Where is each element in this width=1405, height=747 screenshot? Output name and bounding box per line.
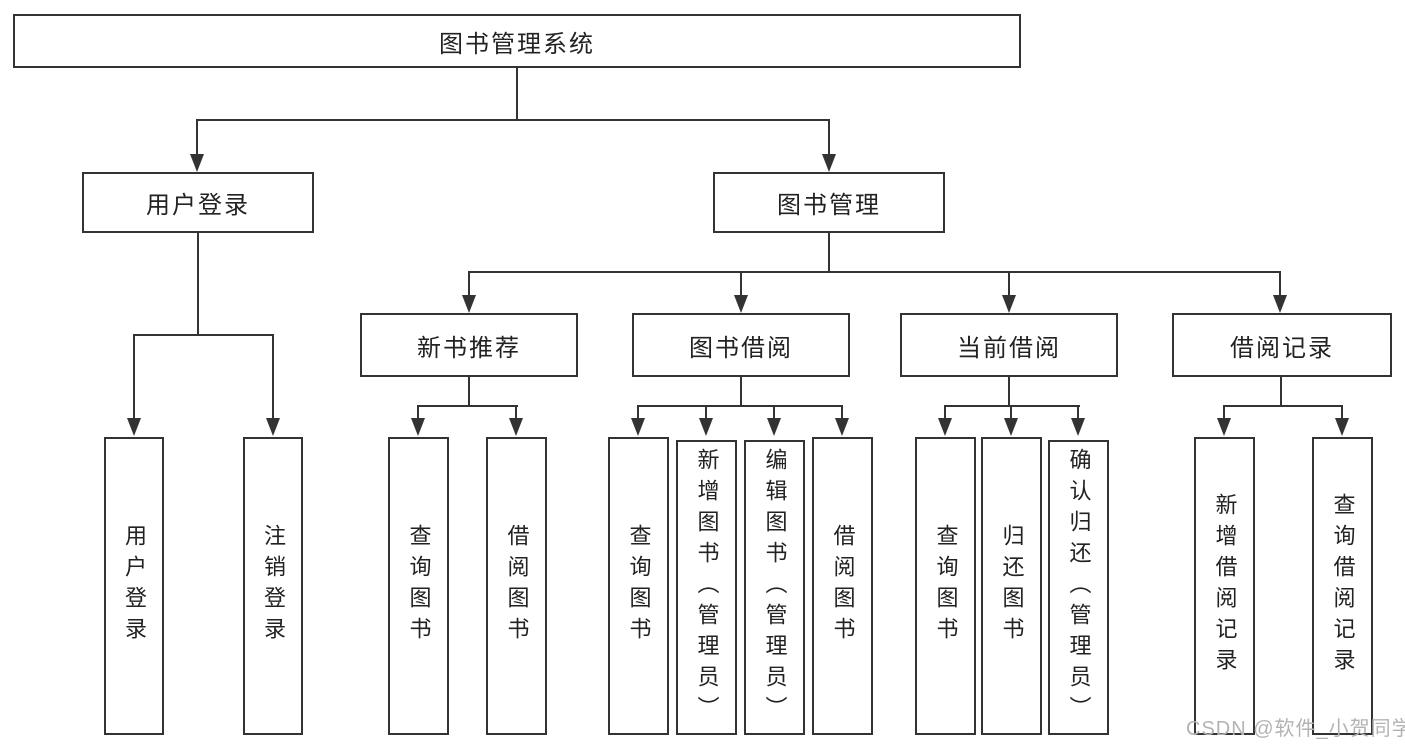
arrowhead-s3c1 <box>1335 418 1349 436</box>
csdn-watermark: CSDN @软件_小贺同学 <box>1186 718 1405 740</box>
leaf-borrow-books-2-label: 借阅图书 <box>830 524 856 648</box>
leaf-borrow-books-1: 借阅图书 <box>486 437 547 735</box>
connector-drop-new-books <box>468 271 470 297</box>
leaf-borrow-books-1-label: 借阅图书 <box>504 524 530 648</box>
connector-drop-s3c0 <box>1223 405 1225 420</box>
connector-drop-book-borrow <box>740 271 742 297</box>
node-current-borrow-label: 当前借阅 <box>957 334 1061 362</box>
connector-drop-s3c1 <box>1341 405 1343 420</box>
node-new-book-recommend-label: 新书推荐 <box>417 334 521 362</box>
leaf-confirm-return-admin: 确认归还（管理员） <box>1048 440 1109 735</box>
arrowhead-book-management <box>822 154 836 172</box>
connector-s0-stub <box>468 377 470 407</box>
node-book-borrow: 图书借阅 <box>632 313 850 377</box>
connector-drop-s1c1 <box>705 405 707 420</box>
connector-drop-login-leaf <box>133 334 135 419</box>
connector-drop-current-borrow <box>1008 271 1010 297</box>
connector-s3-branch <box>1223 405 1343 407</box>
connector-s3-stub <box>1280 377 1282 407</box>
connector-drop-user-login <box>196 119 198 156</box>
arrowhead-login-leaf <box>127 418 141 436</box>
arrowhead-s1c0 <box>631 418 645 436</box>
connector-drop-s1c3 <box>841 405 843 420</box>
connector-drop-borrow-records <box>1279 271 1281 297</box>
arrowhead-s2c1 <box>1004 418 1018 436</box>
leaf-query-books-1-label: 查询图书 <box>406 524 432 648</box>
leaf-edit-books-admin: 编辑图书（管理员） <box>744 440 805 735</box>
connector-drop-s0c0 <box>417 405 419 420</box>
leaf-query-books-3: 查询图书 <box>915 437 976 735</box>
leaf-add-borrow-record-label: 新增借阅记录 <box>1212 493 1238 679</box>
arrowhead-current-borrow <box>1002 295 1016 313</box>
connector-login-branch <box>133 334 274 336</box>
arrowhead-s0c1 <box>509 418 523 436</box>
arrowhead-s2c0 <box>938 418 952 436</box>
leaf-query-books-2: 查询图书 <box>608 437 669 735</box>
leaf-logout: 注销登录 <box>243 437 303 735</box>
leaf-query-books-2-label: 查询图书 <box>626 524 652 648</box>
leaf-query-books-3-label: 查询图书 <box>933 524 959 648</box>
connector-mgmt-stub <box>828 233 830 273</box>
arrowhead-borrow-records <box>1273 295 1287 313</box>
arrowhead-s1c1 <box>699 418 713 436</box>
node-current-borrow: 当前借阅 <box>900 313 1118 377</box>
connector-drop-logout-leaf <box>272 334 274 419</box>
leaf-add-borrow-record: 新增借阅记录 <box>1194 437 1255 735</box>
node-borrow-records: 借阅记录 <box>1172 313 1392 377</box>
connector-mgmt-branch <box>468 271 1281 273</box>
node-book-borrow-label: 图书借阅 <box>689 334 793 362</box>
arrowhead-logout-leaf <box>266 418 280 436</box>
node-user-login: 用户登录 <box>82 172 314 233</box>
connector-s1-branch <box>637 405 843 407</box>
connector-login-stub <box>197 233 199 336</box>
node-book-management: 图书管理 <box>713 172 945 233</box>
connector-s2-stub <box>1008 377 1010 407</box>
leaf-return-books-label: 归还图书 <box>999 524 1025 648</box>
leaf-query-borrow-record: 查询借阅记录 <box>1312 437 1373 735</box>
connector-root-stub <box>516 68 518 121</box>
arrowhead-s1c2 <box>767 418 781 436</box>
arrowhead-s3c0 <box>1217 418 1231 436</box>
connector-s2-branch <box>944 405 1080 407</box>
connector-drop-s1c2 <box>773 405 775 420</box>
node-new-book-recommend: 新书推荐 <box>360 313 578 377</box>
arrowhead-book-borrow <box>734 295 748 313</box>
arrowhead-s0c0 <box>411 418 425 436</box>
leaf-add-books-admin: 新增图书（管理员） <box>676 440 737 735</box>
connector-drop-s2c0 <box>944 405 946 420</box>
leaf-logout-label: 注销登录 <box>261 524 286 648</box>
arrowhead-new-books <box>462 295 476 313</box>
leaf-edit-books-admin-label: 编辑图书（管理员） <box>762 448 788 727</box>
connector-drop-s0c1 <box>515 405 517 420</box>
connector-drop-s2c1 <box>1010 405 1012 420</box>
leaf-confirm-return-admin-label: 确认归还（管理员） <box>1066 448 1092 727</box>
arrowhead-s2c2 <box>1071 418 1085 436</box>
node-book-management-label: 图书管理 <box>777 192 881 219</box>
node-root-label: 图书管理系统 <box>439 30 595 58</box>
leaf-add-books-admin-label: 新增图书（管理员） <box>694 448 720 727</box>
connector-drop-s1c0 <box>637 405 639 420</box>
leaf-user-login-label: 用户登录 <box>122 524 147 648</box>
node-root: 图书管理系统 <box>13 14 1021 68</box>
arrowhead-s1c3 <box>835 418 849 436</box>
leaf-query-borrow-record-label: 查询借阅记录 <box>1330 493 1356 679</box>
connector-drop-book-management <box>828 119 830 156</box>
leaf-user-login: 用户登录 <box>104 437 164 735</box>
node-borrow-records-label: 借阅记录 <box>1230 334 1334 362</box>
leaf-query-books-1: 查询图书 <box>388 437 449 735</box>
connector-drop-s2c2 <box>1077 405 1079 420</box>
node-user-login-label: 用户登录 <box>146 192 250 219</box>
connector-s0-branch <box>417 405 518 407</box>
leaf-borrow-books-2: 借阅图书 <box>812 437 873 735</box>
connector-s1-stub <box>740 377 742 407</box>
connector-root-branch <box>196 119 830 121</box>
arrowhead-user-login <box>190 154 204 172</box>
leaf-return-books: 归还图书 <box>981 437 1042 735</box>
